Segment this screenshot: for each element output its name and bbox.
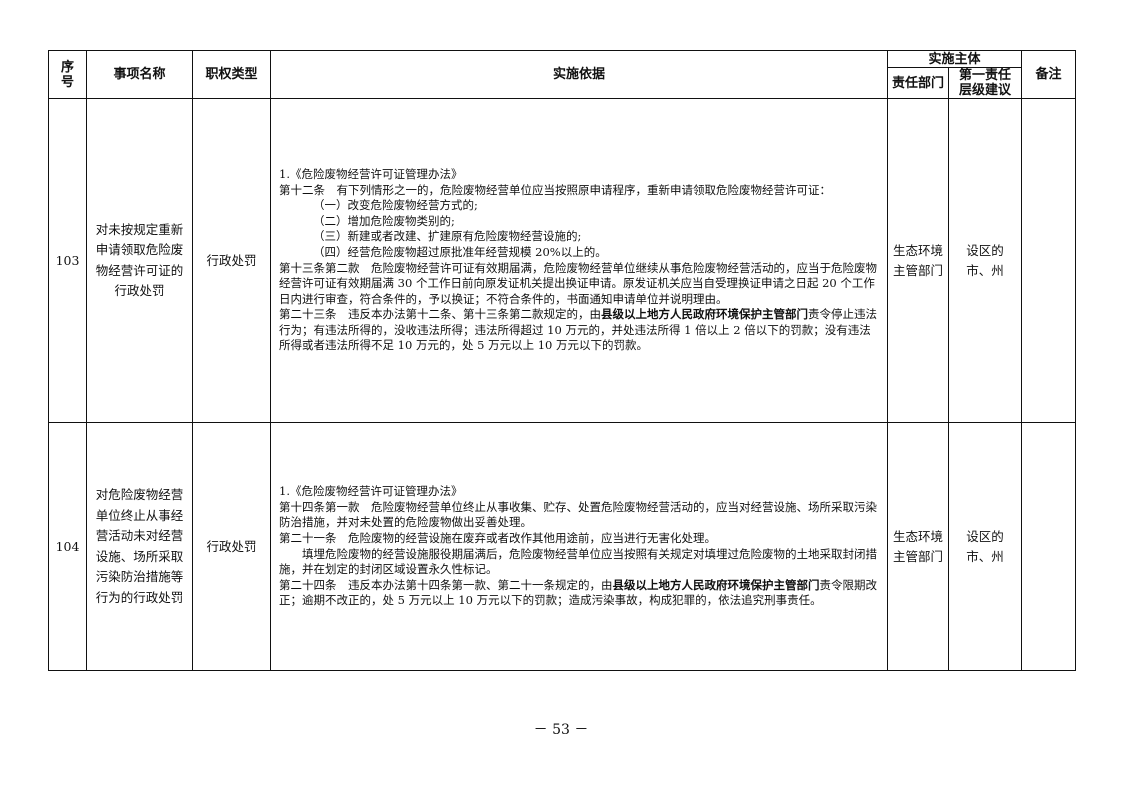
basis-line: 第十三条第二款 危险废物经营许可证有效期届满，危险废物经营单位继续从事危险废物经… xyxy=(279,260,877,306)
row-dept: 生态环境主管部门 xyxy=(887,422,949,671)
basis-line: （四）经营危险废物超过原批准年经营规模 20%以上的。 xyxy=(313,244,607,259)
header-implementer: 实施主体 xyxy=(886,50,1023,68)
header-seq: 序 号 xyxy=(48,50,87,99)
row-basis: 1.《危险废物经营许可证管理办法》 第十四条第一款 危险废物经营单位终止从事收集… xyxy=(270,422,888,671)
row-remark xyxy=(1021,422,1077,671)
row-item-name: 对未按规定重新申请领取危险废物经营许可证的行政处罚 xyxy=(86,98,193,423)
basis-line: （三）新建或者改建、扩建原有危险废物经营设施的; xyxy=(313,229,582,244)
basis-text: 第二十四条 违反本办法第十四条第一款、第二十一条规定的，由 xyxy=(279,577,613,592)
row-item-name: 对危险废物经营单位终止从事经营活动未对经营设施、场所采取污染防治措施等行为的行政… xyxy=(86,422,193,671)
header-dept: 责任部门 xyxy=(887,67,949,99)
row-basis: 1.《危险废物经营许可证管理办法》 第十二条 有下列情形之一的，危险废物经营单位… xyxy=(270,98,888,423)
basis-text: 第二十三条 违反本办法第十二条、第十三条第二款规定的，由 xyxy=(279,307,601,322)
header-level: 第一责任 层级建议 xyxy=(947,67,1023,99)
header-authority-type: 职权类型 xyxy=(192,50,271,99)
row-authority-type: 行政处罚 xyxy=(192,98,271,423)
basis-line: 1.《危险废物经营许可证管理办法》 xyxy=(279,484,463,499)
page-number: － 53 － xyxy=(533,722,589,738)
table-row: 104 对危险废物经营单位终止从事经营活动未对经营设施、场所采取污染防治措施等行… xyxy=(48,422,1077,671)
row-dept: 生态环境主管部门 xyxy=(887,98,949,423)
row-seq: 104 xyxy=(48,422,87,671)
basis-line: 第二十四条 违反本办法第十四条第一款、第二十一条规定的，由县级以上地方人民政府环… xyxy=(279,578,879,609)
row-level: 设区的 市、州 xyxy=(947,98,1023,423)
table-row: 103 对未按规定重新申请领取危险废物经营许可证的行政处罚 行政处罚 1.《危险… xyxy=(48,98,1077,423)
basis-line: 第二十一条 危险废物的经营设施在废弃或者改作其他用途前，应当进行无害化处理。 xyxy=(279,530,716,545)
basis-line: （一）改变危险废物经营方式的; xyxy=(313,198,478,213)
basis-line: 第十四条第一款 危险废物经营单位终止从事收集、贮存、处置危险废物经营活动的，应当… xyxy=(279,499,877,530)
basis-line: 第二十三条 违反本办法第十二条、第十三条第二款规定的，由县级以上地方人民政府环境… xyxy=(279,307,879,354)
row-seq: 103 xyxy=(48,98,87,423)
basis-line: （二）增加危险废物类别的; xyxy=(313,213,455,228)
basis-text: 责令限期改正；逾期不改正的，处 5 万元以上 10 万元以下的罚款；造成污染事故… xyxy=(279,577,877,608)
row-remark xyxy=(1021,98,1077,423)
row-level: 设区的 市、州 xyxy=(947,422,1023,671)
basis-line: 填埋危险废物的经营设施服役期届满后，危险废物经营单位应当按照有关规定对填埋过危险… xyxy=(279,546,877,577)
header-remark: 备注 xyxy=(1021,50,1077,99)
authority-table: 序 号 事项名称 职权类型 实施依据 实施主体 备注 责任部门 第一责任 层级建… xyxy=(48,50,1077,671)
header-basis: 实施依据 xyxy=(270,50,888,99)
header-item-name: 事项名称 xyxy=(86,50,193,99)
basis-emphasis: 县级以上地方人民政府环境保护主管部门 xyxy=(601,307,808,322)
basis-text: 责令停止违法行为；有违法所得的，没收违法所得；违法所得超过 10 万元的，并处违… xyxy=(279,307,877,353)
basis-line: 第十二条 有下列情形之一的，危险废物经营单位应当按照原申请程序，重新申请领取危险… xyxy=(279,182,831,197)
row-authority-type: 行政处罚 xyxy=(192,422,271,671)
basis-line: 1.《危险废物经营许可证管理办法》 xyxy=(279,166,463,181)
basis-emphasis: 县级以上地方人民政府环境保护主管部门 xyxy=(612,577,820,592)
